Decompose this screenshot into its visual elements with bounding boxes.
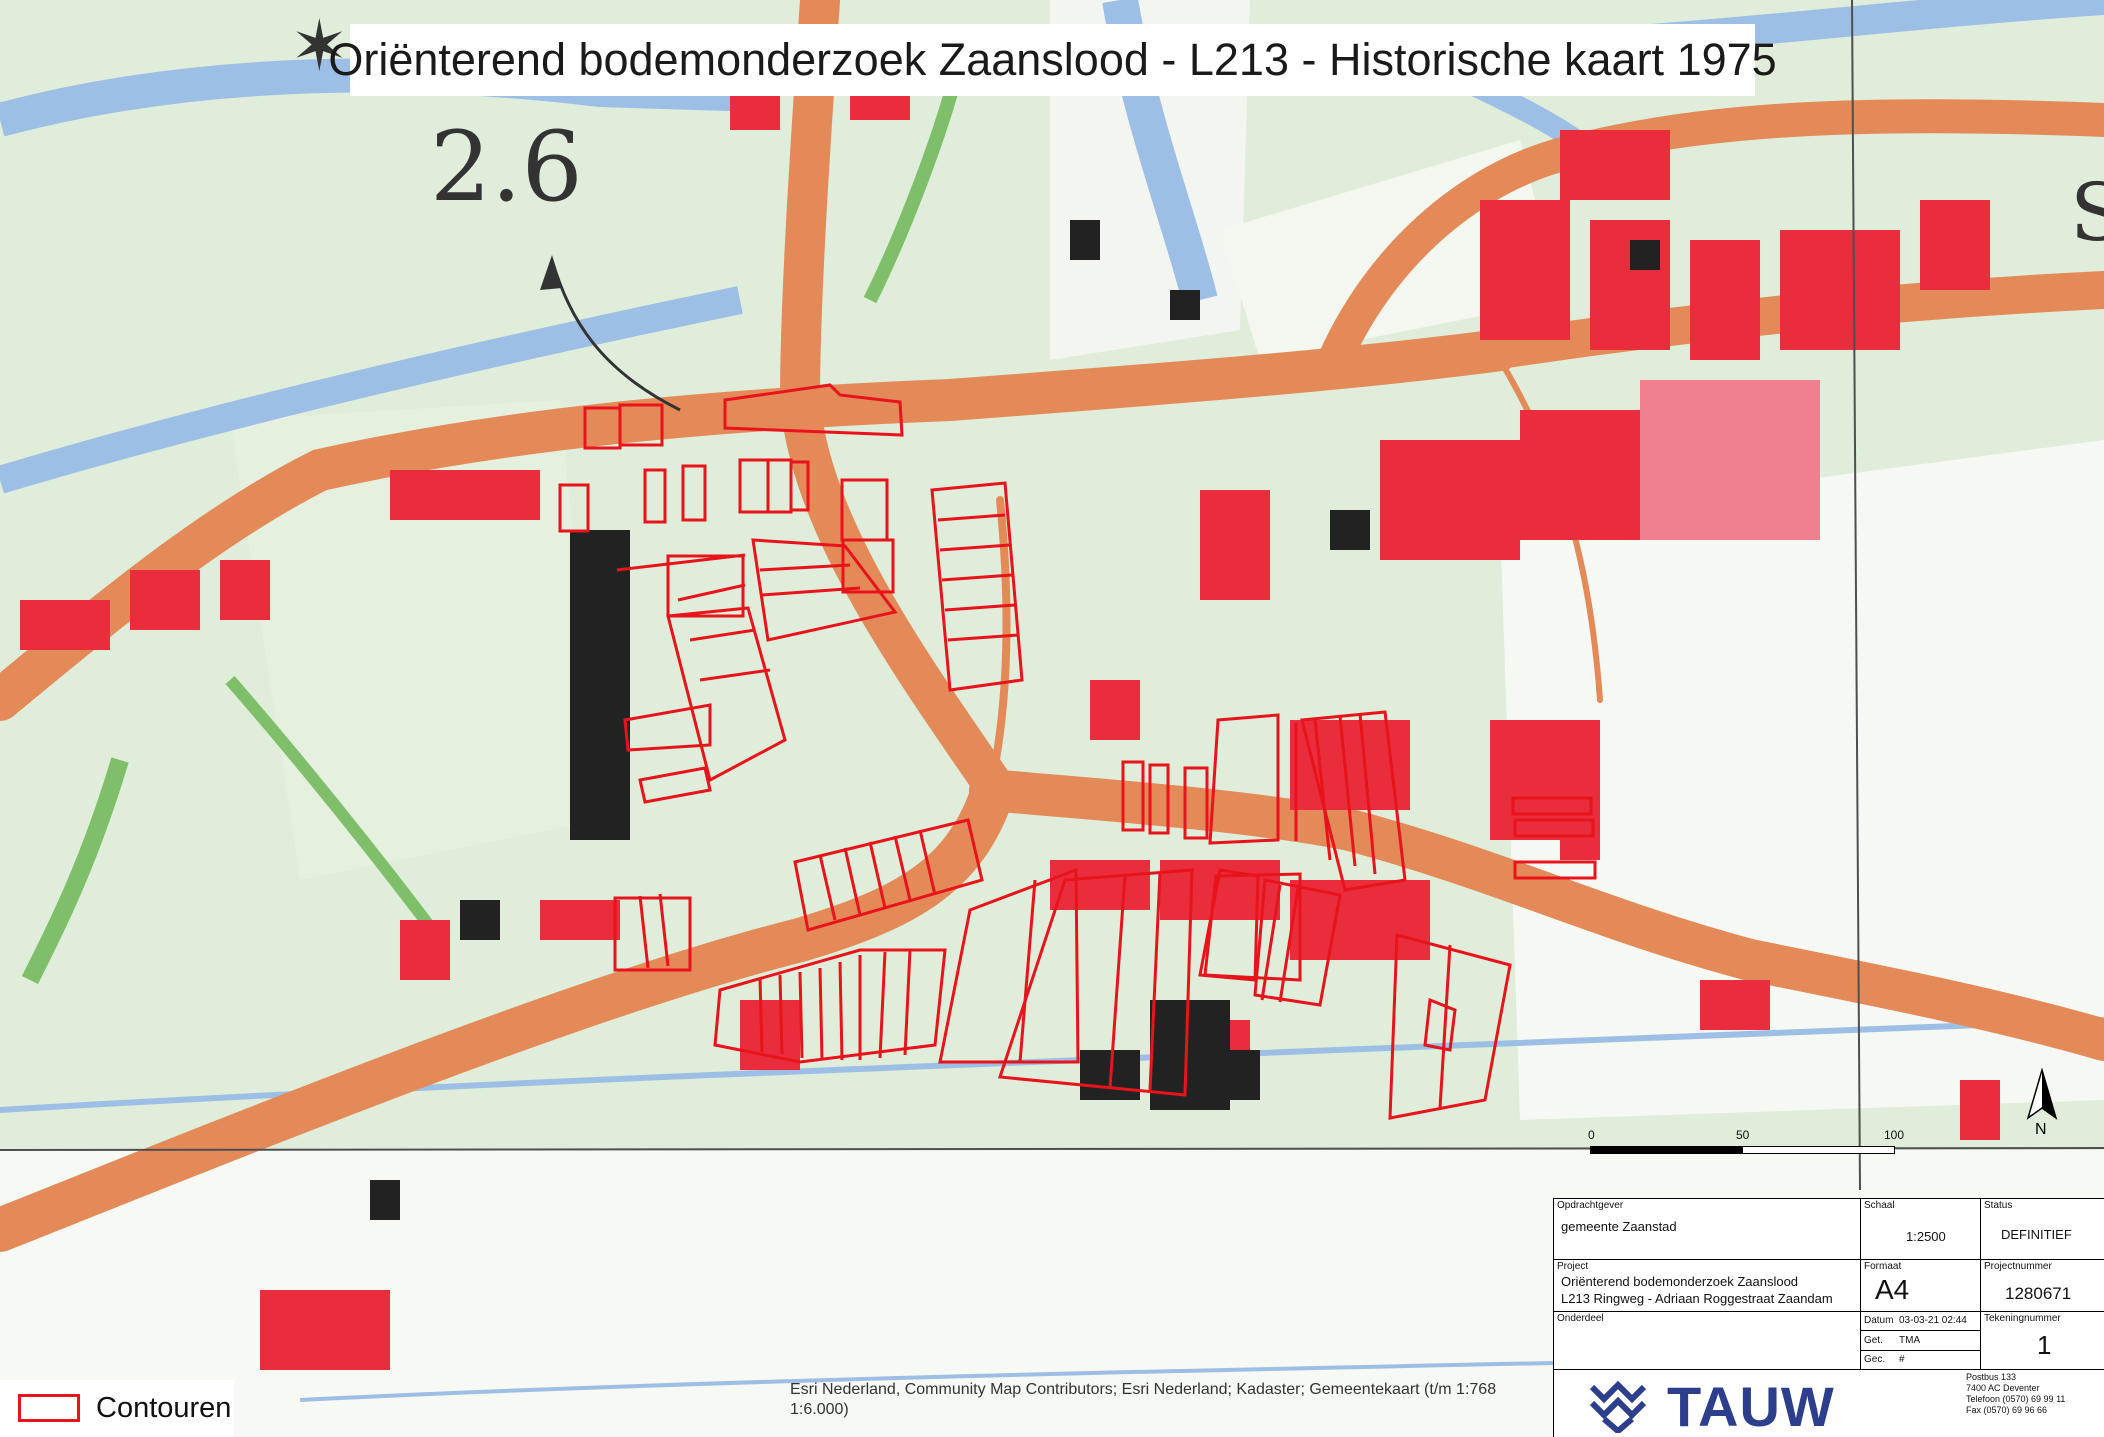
project-line1: Oriënterend bodemonderzoek Zaanslood (1561, 1274, 1799, 1289)
contour-polygons[interactable] (558, 383, 1597, 1120)
scale-tick-50: 50 (1736, 1128, 1750, 1142)
title-block: Opdrachtgever gemeente Zaanstad Schaal 1… (1553, 1198, 2104, 1437)
gec-value: # (1899, 1354, 1905, 1365)
status-value: DEFINITIEF (2001, 1227, 2072, 1242)
company-name: TAUW (1667, 1375, 1835, 1437)
legend: Contouren (0, 1380, 234, 1437)
cell-gec: Gec. # (1861, 1351, 1981, 1370)
cell-status: Status DEFINITIEF (1981, 1199, 2104, 1260)
cell-onderdeel: Onderdeel (1554, 1312, 1861, 1370)
elevation-label: 2.6 (430, 111, 583, 223)
tekeningnummer-value: 1 (2037, 1330, 2052, 1360)
title-box: Oriënterend bodemonderzoek Zaanslood - L… (328, 24, 1777, 96)
scale-bar-graphic (1590, 1146, 1895, 1154)
north-label: N (2035, 1121, 2047, 1138)
formaat-value: A4 (1875, 1274, 1910, 1305)
cell-schaal: Schaal 1:2500 (1861, 1199, 1981, 1260)
schaal-value: 1:2500 (1906, 1229, 1946, 1244)
star-icon: ✶ (290, 5, 349, 87)
cell-projectnummer: Projectnummer 1280671 (1981, 1260, 2104, 1312)
get-value: TMA (1899, 1335, 1921, 1346)
legend-label: Contouren (96, 1392, 232, 1424)
cell-get: Get. TMA (1861, 1331, 1981, 1351)
cell-opdrachtgever: Opdrachtgever gemeente Zaanstad (1554, 1199, 1861, 1260)
roads (0, 0, 2104, 1252)
project-line2: L213 Ringweg - Adriaan Roggestraat Zaand… (1561, 1291, 1833, 1306)
datum-value: 03-03-21 02:44 (1899, 1315, 1967, 1326)
scale-bar: 0 50 100 m (1588, 1128, 1904, 1158)
company-address: Postbus 133 7400 AC Deventer Telefoon (0… (1966, 1372, 2066, 1415)
arrow-head-icon (540, 255, 562, 290)
corner-letter: S (2070, 166, 2104, 259)
cell-formaat: Formaat A4 (1861, 1260, 1981, 1312)
north-arrow-icon: N (2026, 1068, 2058, 1138)
attribution: Esri Nederland, Community Map Contributo… (790, 1380, 1550, 1420)
legend-swatch (18, 1394, 80, 1422)
map-title: Oriënterend bodemonderzoek Zaanslood - L… (328, 34, 1777, 85)
tauw-logo-icon (1589, 1380, 1647, 1433)
attribution-line1: Esri Nederland, Community Map Contributo… (790, 1381, 1497, 1398)
projectnummer-value: 1280671 (2005, 1284, 2072, 1303)
dark-buildings (370, 220, 1660, 1220)
cell-project: Project Oriënterend bodemonderzoek Zaans… (1554, 1260, 1861, 1312)
attribution-line2: 1:6.000) (790, 1401, 849, 1418)
scale-tick-0: 0 (1588, 1128, 1595, 1142)
cell-datum: Datum 03-03-21 02:44 (1861, 1312, 1981, 1331)
opdrachtgever-value: gemeente Zaanstad (1561, 1219, 1677, 1234)
cell-tekeningnummer: Tekeningnummer 1 (1981, 1312, 2104, 1370)
